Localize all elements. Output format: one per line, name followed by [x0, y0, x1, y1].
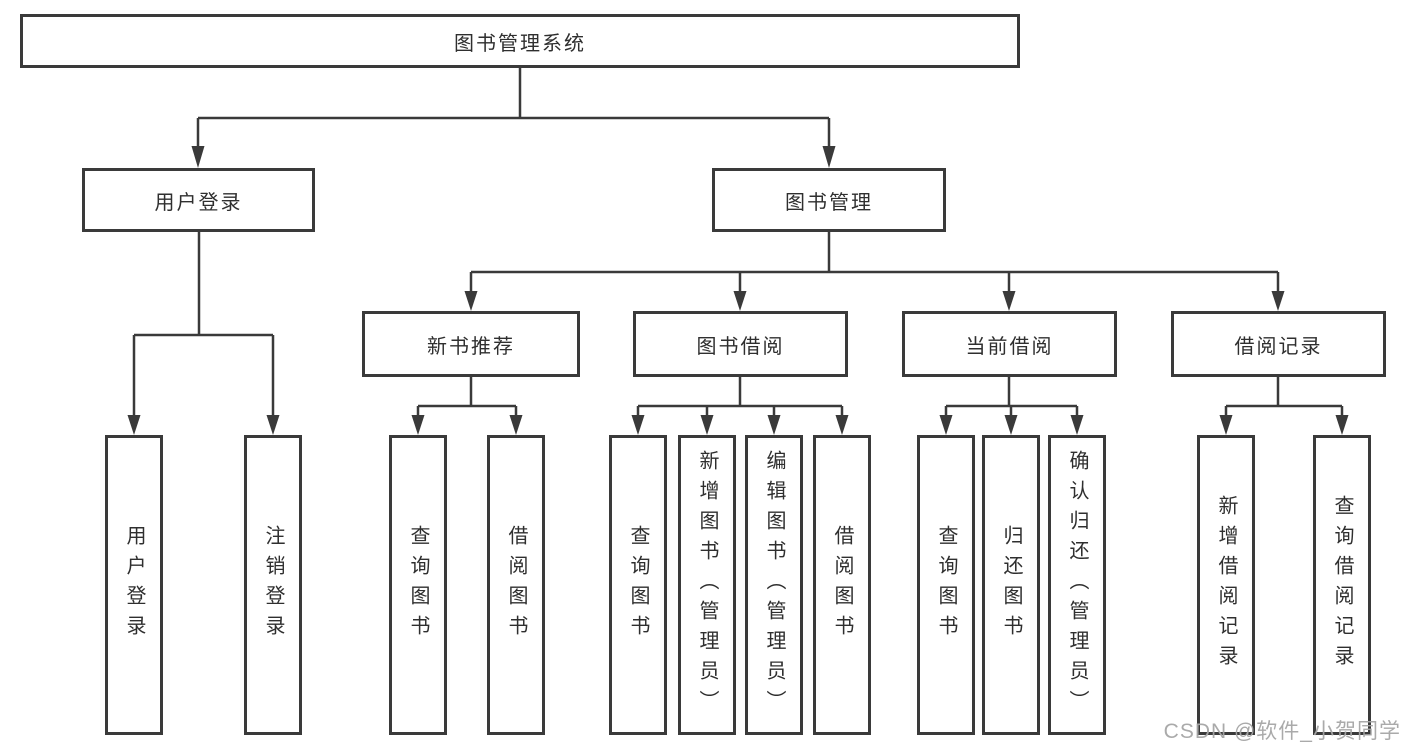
- leaf-return-books: 归还图书: [982, 435, 1040, 735]
- leaf-query-books-recommend: 查询图书: [389, 435, 447, 735]
- node-root-system: 图书管理系统: [20, 14, 1020, 68]
- node-user-login: 用户登录: [82, 168, 315, 232]
- leaf-confirm-return-admin-label: 确认归还（管理员）: [1066, 450, 1088, 720]
- leaf-borrow-books-recommend-label: 借阅图书: [505, 525, 527, 645]
- leaf-add-borrow-record-label: 新增借阅记录: [1215, 495, 1237, 675]
- leaf-query-borrow-record: 查询借阅记录: [1313, 435, 1371, 735]
- leaf-borrow-books-recommend: 借阅图书: [487, 435, 545, 735]
- leaf-confirm-return-admin: 确认归还（管理员）: [1048, 435, 1106, 735]
- node-book-management: 图书管理: [712, 168, 946, 232]
- leaf-add-borrow-record: 新增借阅记录: [1197, 435, 1255, 735]
- node-book-borrowing: 图书借阅: [633, 311, 848, 377]
- node-current-borrowing: 当前借阅: [902, 311, 1117, 377]
- node-new-book-recommendation: 新书推荐: [362, 311, 580, 377]
- leaf-query-books-recommend-label: 查询图书: [407, 525, 429, 645]
- leaf-user-login-label: 用户登录: [123, 525, 145, 645]
- leaf-query-borrow-record-label: 查询借阅记录: [1331, 495, 1353, 675]
- node-book-management-label: 图书管理: [785, 191, 873, 214]
- leaf-user-login: 用户登录: [105, 435, 163, 735]
- leaf-borrow-books-label: 借阅图书: [831, 525, 853, 645]
- leaf-logout-label: 注销登录: [262, 525, 284, 645]
- leaf-query-books-current: 查询图书: [917, 435, 975, 735]
- node-current-borrowing-label: 当前借阅: [965, 335, 1054, 358]
- node-borrowing-records: 借阅记录: [1171, 311, 1386, 377]
- node-book-borrowing-label: 图书借阅: [696, 335, 785, 358]
- node-root-label: 图书管理系统: [454, 32, 586, 55]
- leaf-logout: 注销登录: [244, 435, 302, 735]
- leaf-borrow-books: 借阅图书: [813, 435, 871, 735]
- leaf-query-books-borrowing-label: 查询图书: [627, 525, 649, 645]
- node-borrowing-records-label: 借阅记录: [1234, 335, 1323, 358]
- leaf-edit-books-admin: 编辑图书（管理员）: [745, 435, 803, 735]
- leaf-query-books-current-label: 查询图书: [935, 525, 957, 645]
- csdn-watermark: CSDN @软件_小贺同学: [1163, 720, 1401, 743]
- leaf-return-books-label: 归还图书: [1000, 525, 1022, 645]
- leaf-add-books-admin: 新增图书（管理员）: [678, 435, 736, 735]
- node-new-book-recommendation-label: 新书推荐: [427, 335, 515, 358]
- node-user-login-label: 用户登录: [154, 191, 243, 214]
- leaf-query-books-borrowing: 查询图书: [609, 435, 667, 735]
- leaf-add-books-admin-label: 新增图书（管理员）: [696, 450, 718, 720]
- leaf-edit-books-admin-label: 编辑图书（管理员）: [763, 450, 785, 720]
